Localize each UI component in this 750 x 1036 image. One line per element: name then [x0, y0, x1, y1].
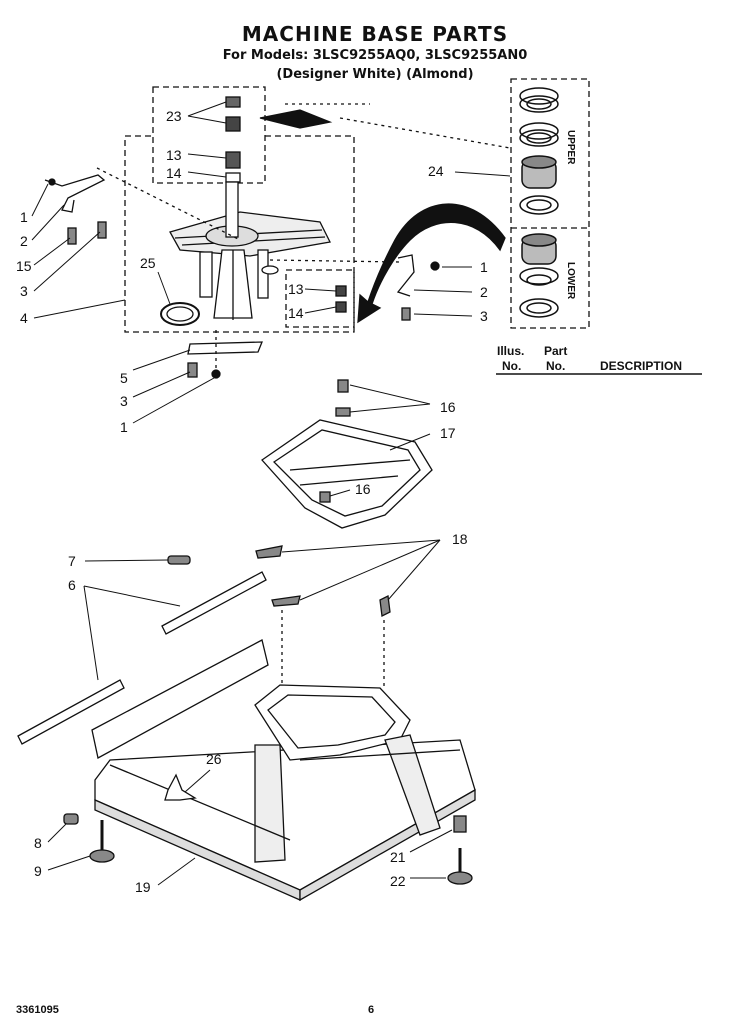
leveling-foot-9 — [89, 820, 115, 863]
callout-1-left: 1 — [20, 209, 28, 225]
callout-9: 9 — [34, 863, 42, 879]
lower-label: LOWER — [565, 262, 576, 300]
dashed-box-small — [285, 269, 355, 328]
ring-25 — [160, 302, 200, 326]
part-18b — [271, 595, 301, 607]
clip-26 — [164, 773, 197, 801]
colors-line: (Designer White) (Almond) — [276, 67, 474, 82]
callout-3-left: 3 — [20, 283, 28, 299]
callout-23: 23 — [166, 108, 182, 124]
callout-19: 19 — [135, 879, 151, 895]
clamp-bottom — [187, 330, 263, 379]
callout-26: 26 — [206, 751, 222, 767]
callout-8: 8 — [34, 835, 42, 851]
callout-15: 15 — [16, 258, 32, 274]
callout-1-bottom: 1 — [120, 419, 128, 435]
hdr-illus: Illus. — [497, 344, 524, 358]
callout-3-bottom: 3 — [120, 393, 128, 409]
seal-kit — [519, 87, 559, 318]
callout-21: 21 — [390, 849, 406, 865]
part-18a — [255, 545, 283, 559]
spring-7 — [167, 555, 191, 565]
page-title: MACHINE BASE PARTS — [241, 22, 509, 46]
foot-pad-8 — [63, 813, 79, 825]
callout-1-right: 1 — [480, 259, 488, 275]
callout-13-top: 13 — [166, 147, 182, 163]
callout-25: 25 — [140, 255, 156, 271]
dashed-box-seals — [510, 78, 590, 329]
hdr-no1: No. — [502, 359, 521, 373]
rail-6-upper — [161, 571, 267, 635]
callout-16-top: 16 — [440, 399, 456, 415]
rail-6-lower — [17, 679, 125, 745]
callout-18: 18 — [452, 531, 468, 547]
callout-4: 4 — [20, 310, 28, 326]
curved-arrow — [357, 203, 506, 324]
arrow-top — [259, 109, 333, 129]
callout-16-mid: 16 — [355, 481, 371, 497]
callout-5: 5 — [120, 370, 128, 386]
clamp-right — [269, 254, 440, 321]
hdr-part: Part — [544, 344, 567, 358]
transmission-assembly — [169, 181, 331, 320]
foot-cap-21 — [453, 815, 467, 833]
leveling-foot-22 — [447, 848, 473, 885]
models-line: For Models: 3LSC9255AQ0, 3LSC9255AN0 — [222, 48, 528, 63]
callout-6: 6 — [68, 577, 76, 593]
page-number: 6 — [368, 1004, 375, 1016]
base-frame-19 — [91, 639, 476, 902]
callout-14-right: 14 — [288, 305, 304, 321]
callout-24: 24 — [428, 163, 444, 179]
part-18c — [379, 595, 391, 617]
hdr-description: DESCRIPTION — [600, 359, 682, 373]
document-number: 3361095 — [16, 1004, 59, 1016]
callout-2-left: 2 — [20, 233, 28, 249]
callout-2-right: 2 — [480, 284, 488, 300]
callout-13-right: 13 — [288, 281, 304, 297]
leader-lines — [31, 101, 511, 886]
clamp-left — [44, 167, 241, 245]
hdr-no2: No. — [546, 359, 565, 373]
dashed-box-top — [152, 86, 266, 184]
callout-22: 22 — [390, 873, 406, 889]
callout-14-top: 14 — [166, 165, 182, 181]
callout-17: 17 — [440, 425, 456, 441]
upper-label: UPPER — [565, 130, 576, 165]
frame-17 — [261, 379, 433, 529]
callout-7: 7 — [68, 553, 76, 569]
callout-3-right: 3 — [480, 308, 488, 324]
